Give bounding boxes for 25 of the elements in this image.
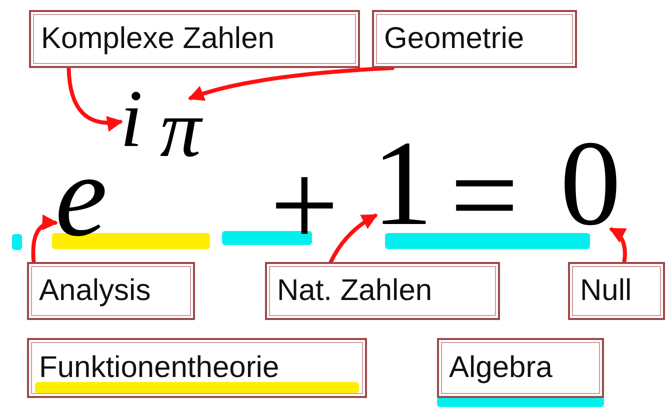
formula-symbol: π xyxy=(160,98,202,160)
term-text: Komplexe Zahlen xyxy=(41,22,274,56)
arrow xyxy=(609,228,627,264)
term-label xyxy=(27,338,367,398)
arrow xyxy=(66,66,124,132)
term-label xyxy=(265,262,500,320)
term-label xyxy=(372,10,577,68)
formula-symbol: 0 xyxy=(560,138,621,230)
term-text: Analysis xyxy=(39,274,151,308)
formula-symbol: 1 xyxy=(372,138,433,230)
formula-symbol: i xyxy=(120,88,143,150)
formula-operator: = xyxy=(450,150,519,242)
term-text: Algebra xyxy=(449,351,552,385)
term-text: Geometrie xyxy=(384,22,524,56)
arrow xyxy=(328,214,378,264)
term-label xyxy=(568,262,665,320)
term-text: Nat. Zahlen xyxy=(277,274,432,308)
term-text: Funktionentheorie xyxy=(39,351,280,385)
formula-symbol: e xyxy=(55,152,108,240)
arrow xyxy=(188,66,394,102)
term-label xyxy=(29,10,360,68)
arrow xyxy=(31,215,58,264)
term-label xyxy=(27,262,195,320)
term-text: Null xyxy=(580,274,632,308)
term-label xyxy=(437,338,604,398)
